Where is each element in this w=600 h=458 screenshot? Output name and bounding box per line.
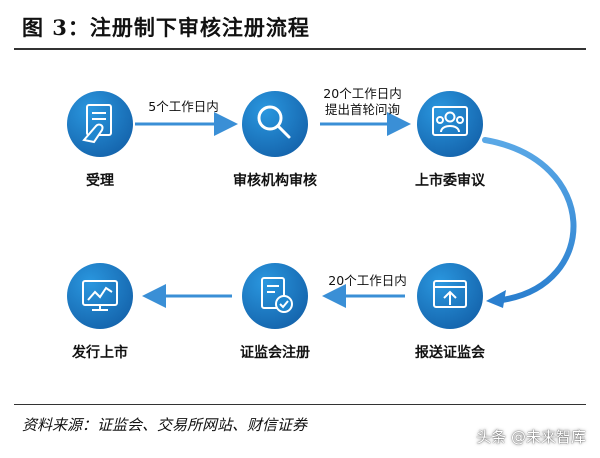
arrow-label-1: 5个工作日内 [148, 99, 219, 114]
arrow-label-2: 20个工作日内 提出首轮问询 [315, 86, 410, 118]
magnifier-icon [257, 105, 291, 139]
document-check-icon [261, 277, 293, 313]
document-hand-icon [82, 104, 112, 144]
arrow-label-2-line2: 提出首轮问询 [324, 102, 400, 117]
arrow-label-2-line1: 20个工作日内 [323, 86, 402, 101]
node-label-committee: 上市委审议 [415, 173, 485, 189]
trend-monitor-icon [82, 280, 118, 311]
arrow-committee-submit [482, 137, 577, 303]
source-note: 资料来源：证监会、交易所网站、财信证券 [22, 416, 308, 434]
node-label-accept: 受理 [86, 173, 114, 189]
node-committee-circle [417, 91, 483, 157]
node-review-circle [242, 91, 308, 157]
node-register-circle [242, 263, 308, 329]
top-rule [14, 48, 586, 50]
arrow-label-3: 20个工作日内 [328, 273, 407, 288]
node-submit-circle [417, 263, 483, 329]
node-label-review: 审核机构审核 [233, 173, 317, 189]
people-icon [432, 106, 468, 136]
node-listing-circle [67, 263, 133, 329]
arrow-committee-submit-head [486, 290, 506, 308]
node-label-register: 证监会注册 [240, 345, 310, 361]
figure-title: 图 3：注册制下审核注册流程 [22, 15, 310, 40]
watermark: 头条 @未来智库 [476, 428, 586, 446]
node-label-submit: 报送证监会 [415, 345, 485, 361]
bottom-rule [14, 404, 586, 405]
node-label-listing: 发行上市 [72, 345, 128, 361]
node-accept-circle [67, 91, 133, 157]
upload-screen-icon [433, 280, 467, 308]
